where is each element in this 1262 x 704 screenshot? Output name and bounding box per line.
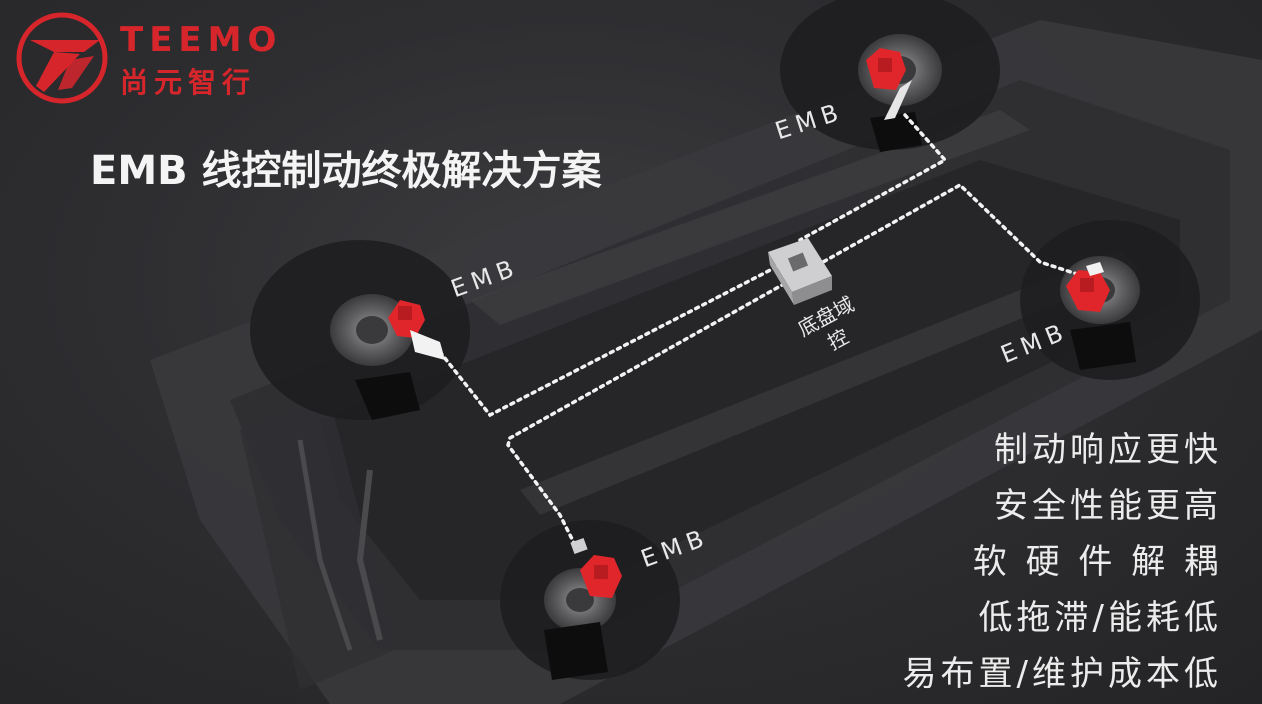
emb-caliper-front-left bbox=[388, 300, 445, 360]
emb-caliper-rear-left bbox=[570, 537, 622, 598]
feature-item: 易布置/维护成本低 bbox=[902, 654, 1222, 694]
feature-item: 制动响应更快 bbox=[994, 430, 1222, 470]
emb-caliper-rear-right bbox=[1066, 262, 1110, 312]
page-title: EMB 线控制动终极解决方案 bbox=[90, 148, 602, 194]
brand-name-cn: 尚元智行 bbox=[120, 66, 257, 99]
feature-item: 软 硬 件 解 耦 bbox=[972, 542, 1222, 582]
domain-controller-unit bbox=[768, 238, 832, 305]
feature-item: 安全性能更高 bbox=[994, 486, 1222, 526]
emb-caliper-front-right bbox=[866, 48, 912, 120]
teemo-swoosh-logo-icon bbox=[16, 12, 108, 104]
wiring-harness bbox=[438, 113, 1082, 547]
feature-list: 制动响应更快 安全性能更高 软 硬 件 解 耦 低拖滞/能耗低 易布置/维护成本… bbox=[762, 422, 1222, 702]
feature-item: 低拖滞/能耗低 bbox=[978, 598, 1222, 638]
vehicle-body bbox=[150, 20, 1262, 704]
brand-wordmark: TEEMO bbox=[120, 20, 283, 60]
brand-logo: TEEMO 尚元智行 bbox=[14, 10, 276, 110]
